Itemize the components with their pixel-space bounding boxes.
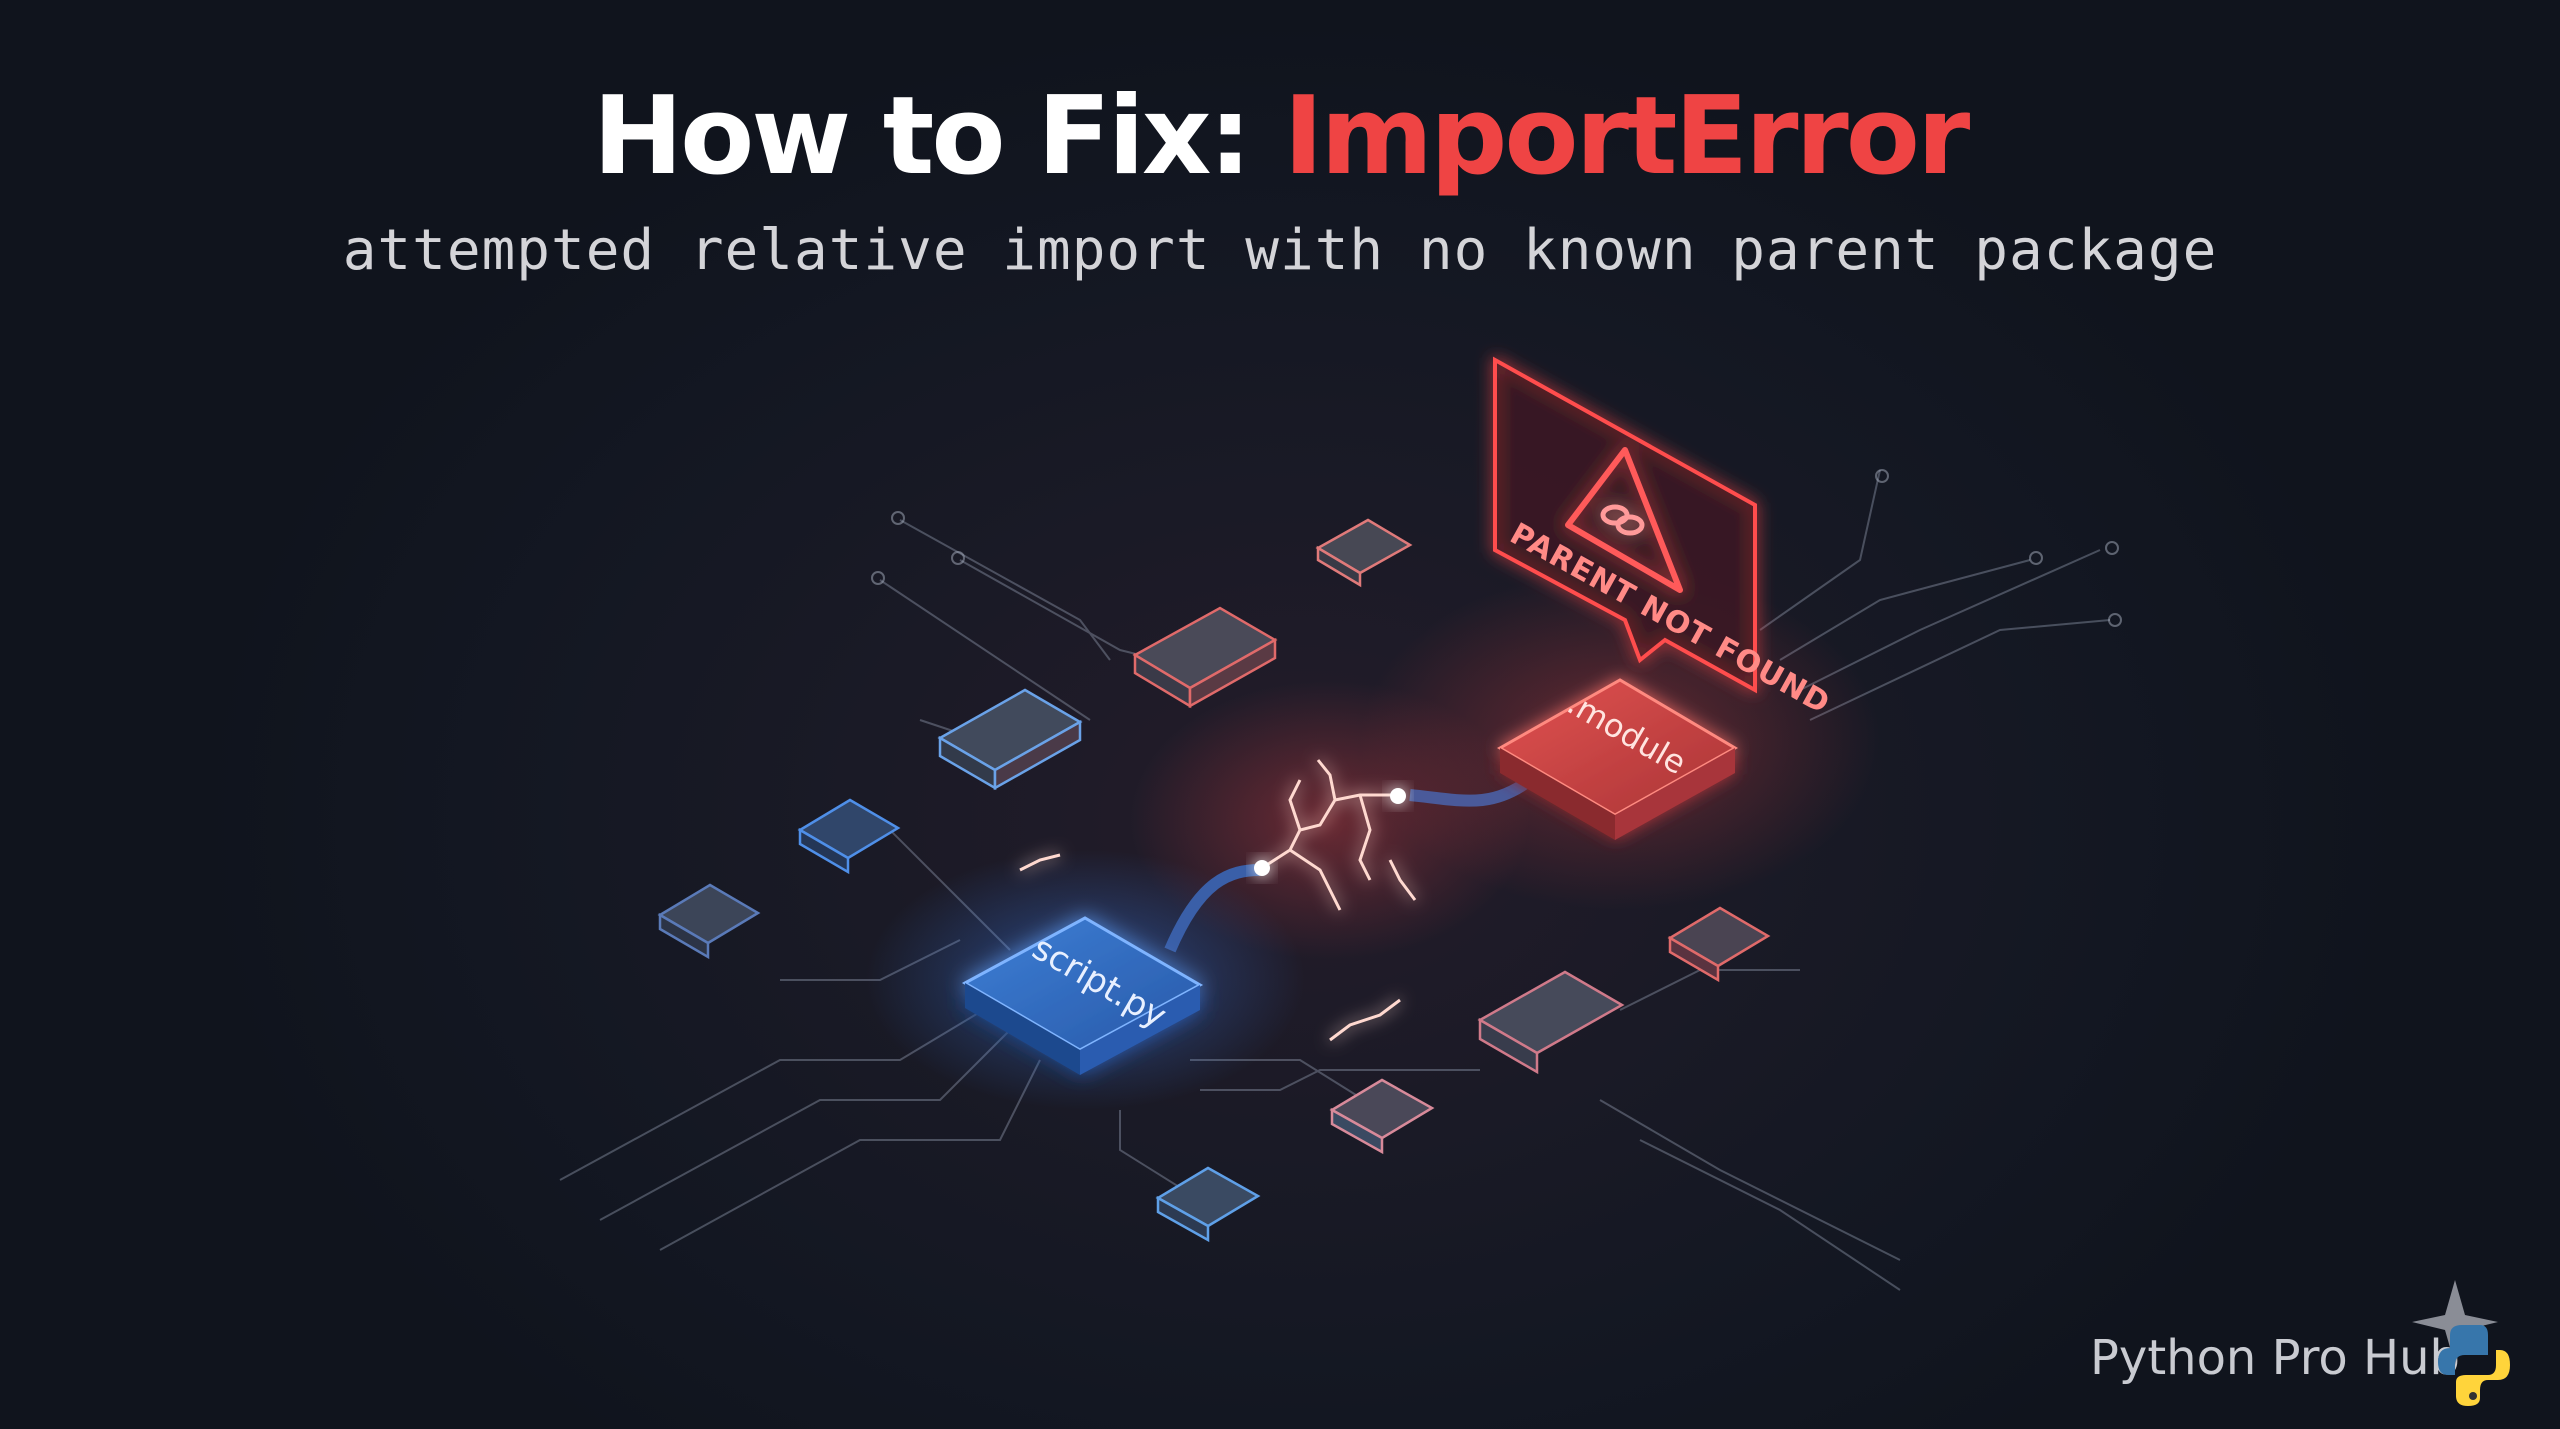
brand-label: Python Pro Hub xyxy=(2089,1330,2460,1386)
sparkle-icon xyxy=(2412,1280,2498,1365)
title-accent: ImportError xyxy=(1283,74,1970,199)
file-icon xyxy=(657,883,761,960)
script-chip xyxy=(961,916,1204,1075)
file-icon xyxy=(1155,1166,1261,1243)
parent-not-found-callout xyxy=(1493,356,1757,694)
warning-triangle-icon xyxy=(1565,447,1683,593)
title-prefix: How to Fix: xyxy=(592,74,1284,199)
broken-link-icon xyxy=(1600,504,1645,536)
cable-script xyxy=(1164,864,1261,953)
page-title: How to Fix: ImportError xyxy=(0,72,2560,202)
folder-icon xyxy=(937,688,1083,791)
file-icon xyxy=(1315,518,1413,588)
folder-icon xyxy=(1132,606,1278,709)
cable-module xyxy=(1409,775,1534,807)
file-icon xyxy=(1667,906,1771,983)
broken-connection-sparks xyxy=(1019,759,1417,1042)
page-subtitle: attempted relative import with no known … xyxy=(342,218,2218,283)
folder-icon xyxy=(1477,970,1625,1075)
python-logo-icon xyxy=(2412,1280,2510,1406)
file-icon xyxy=(797,798,901,875)
module-chip xyxy=(1496,678,1739,840)
file-icon xyxy=(1329,1078,1435,1155)
